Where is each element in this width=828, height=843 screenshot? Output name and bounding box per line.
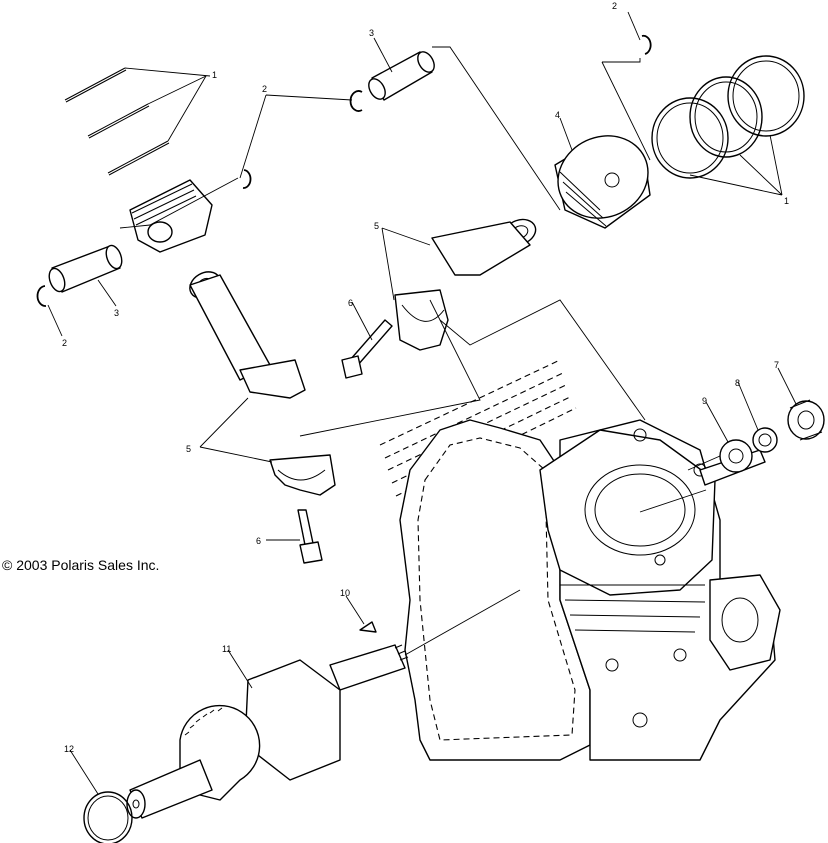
crankshaft [126, 644, 409, 819]
shaft-hardware [719, 399, 825, 473]
callout-1-right: 1 [784, 196, 789, 206]
o-ring [83, 791, 133, 843]
connecting-rod-left [189, 271, 336, 496]
callout-4: 4 [555, 110, 560, 120]
crankcase [379, 359, 781, 761]
callout-5-right: 5 [374, 221, 379, 231]
woodruff-key [359, 621, 377, 633]
callout-6-left: 6 [256, 536, 261, 546]
callout-9: 9 [702, 396, 707, 406]
piston-pin-clips [36, 34, 652, 307]
callout-3-top: 3 [369, 28, 374, 38]
piston-rings-right [651, 55, 805, 179]
callout-3-left: 3 [114, 308, 119, 318]
callout-7: 7 [774, 360, 779, 370]
callout-5-left: 5 [186, 444, 191, 454]
leader-lines [47, 11, 797, 795]
connecting-rod-right [394, 218, 537, 351]
callout-2-left: 2 [62, 338, 67, 348]
connecting-rod-bolts [297, 319, 393, 564]
callout-1-left: 1 [212, 70, 217, 80]
piston-pins [48, 51, 435, 293]
copyright-notice: © 2003 Polaris Sales Inc. [2, 557, 160, 573]
callout-2-top-right: 2 [612, 1, 617, 11]
piston-rings-left [64, 67, 170, 176]
piston-left [129, 179, 213, 253]
callout-labels: 1 1 2 2 2 3 3 4 5 5 6 6 7 8 9 10 11 12 [62, 1, 789, 754]
callout-12: 12 [64, 744, 74, 754]
piston-right [554, 135, 651, 229]
callout-11: 11 [222, 644, 231, 654]
callout-2-top-center: 2 [262, 84, 267, 94]
callout-6-right: 6 [348, 298, 353, 308]
callout-8: 8 [735, 378, 740, 388]
callout-10: 10 [340, 588, 350, 598]
